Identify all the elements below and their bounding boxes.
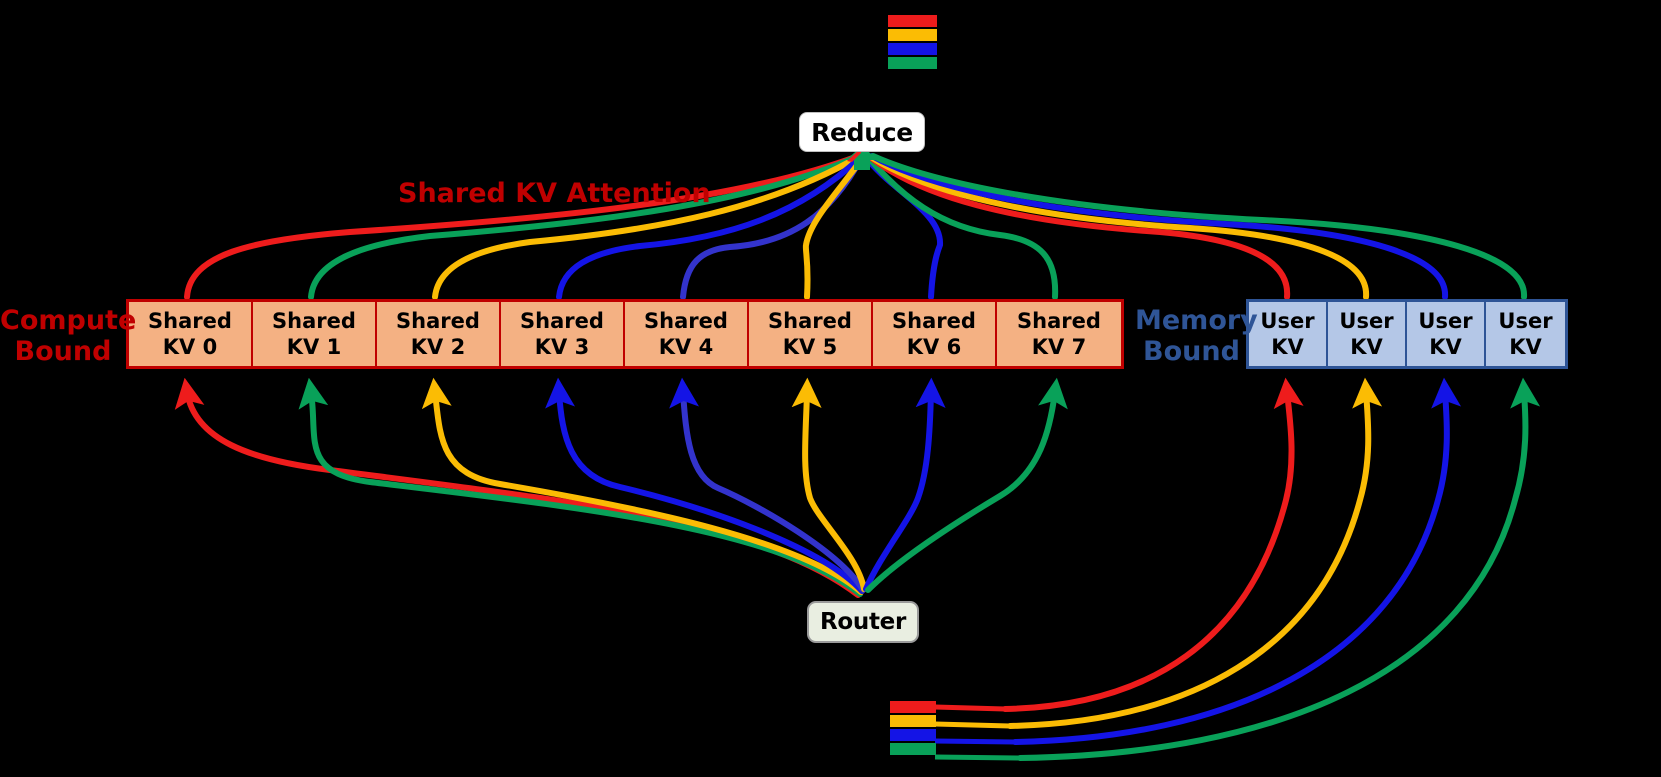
- shared-kv-box-0-line2: KV 0: [162, 335, 218, 359]
- route-router-to-user-kv-3: [1017, 377, 1541, 761]
- route-router-to-user-kv-2: [1012, 377, 1462, 745]
- router-to-user-kv-paths: [1002, 377, 1541, 761]
- token-bar-yellow: [888, 29, 937, 41]
- shared-kv-box-5-line2: KV 5: [782, 335, 838, 359]
- shared-kv-box-3-line1: Shared: [520, 309, 604, 333]
- user-kv-box-1-line1: User: [1339, 309, 1394, 333]
- route-shared-kv-7-to-reduce: [865, 154, 1059, 300]
- token-bar-blue: [890, 729, 936, 741]
- shared-kv-box-5-line1: Shared: [768, 309, 852, 333]
- token-bar-yellow: [890, 715, 936, 727]
- router-node-label: Router: [819, 609, 907, 635]
- route-router-to-shared-kv-7: [865, 377, 1068, 593]
- token-bar-blue: [888, 43, 937, 55]
- shared-kv-box-3-line2: KV 3: [534, 335, 590, 359]
- router-to-shared-kv-paths: [174, 377, 1068, 598]
- route-router-to-user-kv-1: [1007, 377, 1383, 729]
- route-router-to-shared-kv-6: [863, 377, 946, 592]
- user-kv-box-2-line2: KV: [1429, 335, 1462, 359]
- router-node[interactable]: Router: [807, 601, 919, 643]
- user-kv-box-3-line1: User: [1498, 309, 1553, 333]
- user-kv-box-0-line1: User: [1260, 309, 1315, 333]
- output-token-stack: [888, 15, 937, 69]
- route-router-to-user-kv-0: [1002, 377, 1304, 712]
- shared-kv-box-1-line1: Shared: [272, 309, 356, 333]
- shared-kv-box-4-line2: KV 4: [658, 335, 714, 359]
- shared-kv-box-1-line2: KV 1: [286, 335, 342, 359]
- shared-kv-box-6-line1: Shared: [892, 309, 976, 333]
- shared-kv-box-7-line2: KV 7: [1031, 335, 1087, 359]
- shared-kv-box-4-line1: Shared: [644, 309, 728, 333]
- reduce-node-label: Reduce: [811, 117, 913, 147]
- shared-kv-box-0-line1: Shared: [148, 309, 232, 333]
- token-bar-green: [890, 743, 936, 755]
- user-kv-box-1-line2: KV: [1350, 335, 1383, 359]
- memory-bound-label: Memory Bound: [1135, 305, 1258, 367]
- route-user-kv-0-to-reduce: [867, 154, 1291, 300]
- user-kv-box-2-line1: User: [1418, 309, 1473, 333]
- token-bar-green: [888, 57, 937, 69]
- shared-kv-box-6-line2: KV 6: [906, 335, 962, 359]
- token-feed-lines: [934, 704, 1021, 761]
- route-router-to-shared-kv-3: [545, 377, 865, 594]
- route-router-to-shared-kv-4: [669, 377, 866, 593]
- input-token-stack: [890, 701, 936, 755]
- route-router-to-shared-kv-5: [791, 377, 867, 592]
- route-router-to-shared-kv-0: [174, 377, 861, 598]
- route-user-kv-2-to-reduce: [869, 153, 1449, 300]
- shared-kv-box-2-line1: Shared: [396, 309, 480, 333]
- token-bar-red: [888, 15, 937, 27]
- reduce-node[interactable]: Reduce: [799, 112, 925, 152]
- user-kv-box-3-line2: KV: [1509, 335, 1542, 359]
- compute-bound-label: Compute Bound: [0, 305, 137, 367]
- route-shared-kv-5-to-reduce: [802, 154, 866, 300]
- route-user-kv-3-to-reduce: [870, 153, 1528, 300]
- route-user-kv-1-to-reduce: [868, 154, 1370, 300]
- shared-kv-attention-label: Shared KV Attention: [398, 178, 711, 209]
- shared-kv-box-7-line1: Shared: [1017, 309, 1101, 333]
- token-bar-red: [890, 701, 936, 713]
- shared-kv-box-2-line2: KV 2: [410, 335, 466, 359]
- user-kv-box-0-line2: KV: [1271, 335, 1304, 359]
- route-router-to-shared-kv-1: [298, 377, 863, 597]
- route-shared-kv-6-to-reduce: [863, 154, 944, 300]
- user-kv-to-reduce-paths: [867, 153, 1528, 300]
- route-router-to-shared-kv-2: [421, 377, 864, 595]
